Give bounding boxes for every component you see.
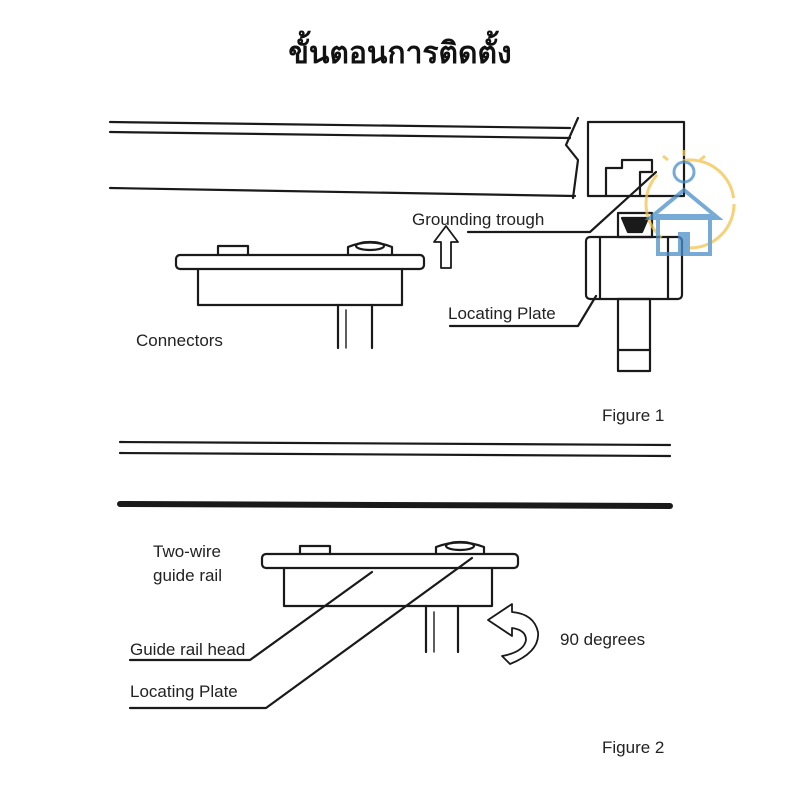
locating-plate-section xyxy=(584,211,684,373)
locating-plate-leader-2 xyxy=(128,556,474,710)
page-title: ขั้นตอนการติดตั้ง xyxy=(288,36,512,71)
guide-rail-head-label: Guide rail head xyxy=(130,640,245,659)
connectors-label: Connectors xyxy=(136,331,223,350)
grounding-trough-leader xyxy=(466,170,658,234)
two-wire-label-line1: Two-wire xyxy=(153,542,221,561)
rotation-arrow-icon xyxy=(487,603,539,665)
figure-2 xyxy=(117,440,673,710)
track-rail xyxy=(108,116,580,200)
locating-plate-label-2: Locating Plate xyxy=(130,682,238,701)
locating-plate-label: Locating Plate xyxy=(448,304,556,323)
guide-rail-adapter xyxy=(260,540,520,654)
connector-adapter xyxy=(174,240,426,350)
figure-2-caption: Figure 2 xyxy=(602,738,664,757)
grounding-trough-label: Grounding trough xyxy=(412,210,544,229)
house-lightbulb-logo-icon xyxy=(644,150,736,256)
figure-1 xyxy=(108,116,686,373)
rotation-label: 90 degrees xyxy=(560,630,645,649)
rail-cross-section xyxy=(586,120,686,198)
up-arrow-icon xyxy=(433,225,459,269)
two-wire-label-line2: guide rail xyxy=(153,566,222,585)
locating-plate-leader xyxy=(448,294,598,328)
figure-1-caption: Figure 1 xyxy=(602,406,664,425)
guide-rail-head-leader xyxy=(128,570,374,662)
two-wire-rail xyxy=(117,440,673,509)
